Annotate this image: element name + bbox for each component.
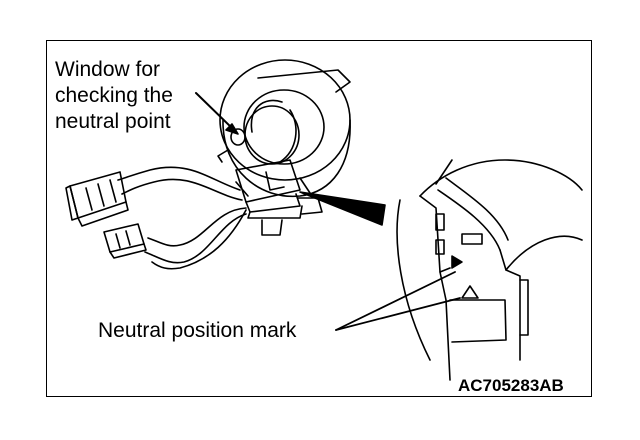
window-label-line-3: neutral point: [55, 110, 171, 133]
window-label-line-1: Window for: [55, 58, 161, 81]
mark-leader-line-lower: [335, 297, 461, 331]
magnified-view: [396, 159, 583, 381]
mark-leader-line-upper: [335, 271, 456, 331]
figure-frame: [46, 40, 592, 397]
connector-housing: [235, 159, 323, 236]
window-label-line-2: checking the: [55, 84, 173, 107]
neutral-mark-lower-icon: [461, 285, 479, 299]
window-leader-line: [195, 92, 235, 131]
connector-plug-upper: [65, 171, 129, 227]
neutral-mark-upper-icon: [451, 255, 463, 269]
window-callout-label: Window for checking the neutral point: [55, 57, 173, 135]
window-leader-arrow: [225, 123, 239, 135]
figure-code: AC705283AB: [458, 376, 564, 395]
wire-harness: [117, 166, 247, 270]
magnify-pointer: [299, 191, 386, 226]
neutral-mark-label: Neutral position mark: [98, 319, 297, 342]
slot-lower: [435, 239, 445, 255]
connector-plug-lower: [103, 223, 147, 259]
neutral-window-icon: [230, 128, 246, 146]
neutral-window-detail: [461, 233, 483, 245]
slot-upper: [435, 213, 445, 231]
